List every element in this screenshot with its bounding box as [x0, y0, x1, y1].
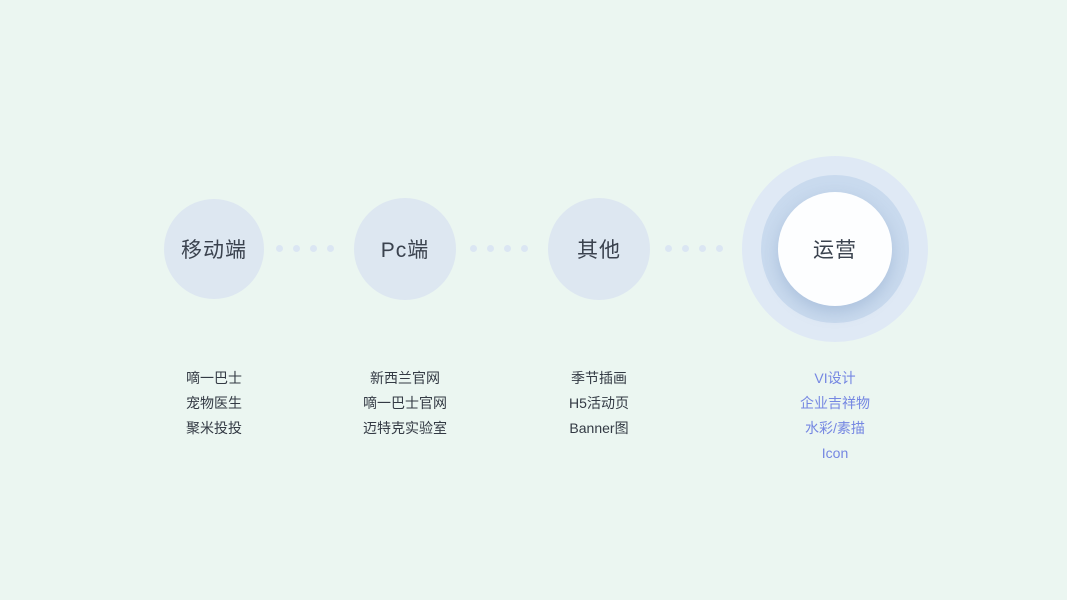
operation-ring-mid: 运营 [761, 175, 909, 323]
project-item[interactable]: 水彩/素描 [805, 420, 865, 436]
project-item[interactable]: 迈特克实验室 [363, 420, 447, 436]
dot [521, 245, 528, 252]
category-node-operation[interactable]: 运营 [742, 156, 928, 342]
dot [487, 245, 494, 252]
dot [716, 245, 723, 252]
project-list-pc: 新西兰官网 嘀一巴士官网 迈特克实验室 [305, 366, 505, 441]
operation-ring-center: 运营 [778, 192, 892, 306]
project-item[interactable]: 新西兰官网 [370, 370, 440, 386]
project-item[interactable]: H5活动页 [569, 395, 629, 411]
dot [293, 245, 300, 252]
category-label-pc: Pc端 [380, 239, 430, 262]
category-node-mobile[interactable]: 移动端 [164, 199, 264, 299]
project-item[interactable]: 聚米投投 [186, 420, 242, 436]
connector-dots-3 [665, 245, 723, 252]
project-item[interactable]: 宠物医生 [186, 395, 242, 411]
project-item[interactable]: 嘀一巴士官网 [363, 395, 447, 411]
connector-dots-1 [276, 245, 334, 252]
category-node-pc[interactable]: Pc端 [354, 198, 456, 300]
dot [699, 245, 706, 252]
project-item[interactable]: 企业吉祥物 [800, 395, 870, 411]
project-list-mobile: 嘀一巴士 宠物医生 聚米投投 [114, 366, 314, 441]
connector-dots-2 [470, 245, 528, 252]
project-item[interactable]: 季节插画 [571, 370, 627, 386]
dot [682, 245, 689, 252]
dot [327, 245, 334, 252]
project-item[interactable]: VI设计 [814, 370, 856, 386]
category-node-other[interactable]: 其他 [548, 198, 650, 300]
category-label-other: 其他 [577, 239, 621, 262]
dot [665, 245, 672, 252]
category-label-operation: 运营 [813, 239, 857, 262]
project-list-other: 季节插画 H5活动页 Banner图 [499, 366, 699, 441]
dot [470, 245, 477, 252]
category-label-mobile: 移动端 [181, 239, 247, 262]
project-item[interactable]: Banner图 [569, 420, 629, 436]
dot [276, 245, 283, 252]
project-item[interactable]: 嘀一巴士 [186, 370, 242, 386]
project-item[interactable]: Icon [821, 445, 849, 461]
dot [504, 245, 511, 252]
dot [310, 245, 317, 252]
project-list-operation: VI设计 企业吉祥物 水彩/素描 Icon [735, 366, 935, 466]
